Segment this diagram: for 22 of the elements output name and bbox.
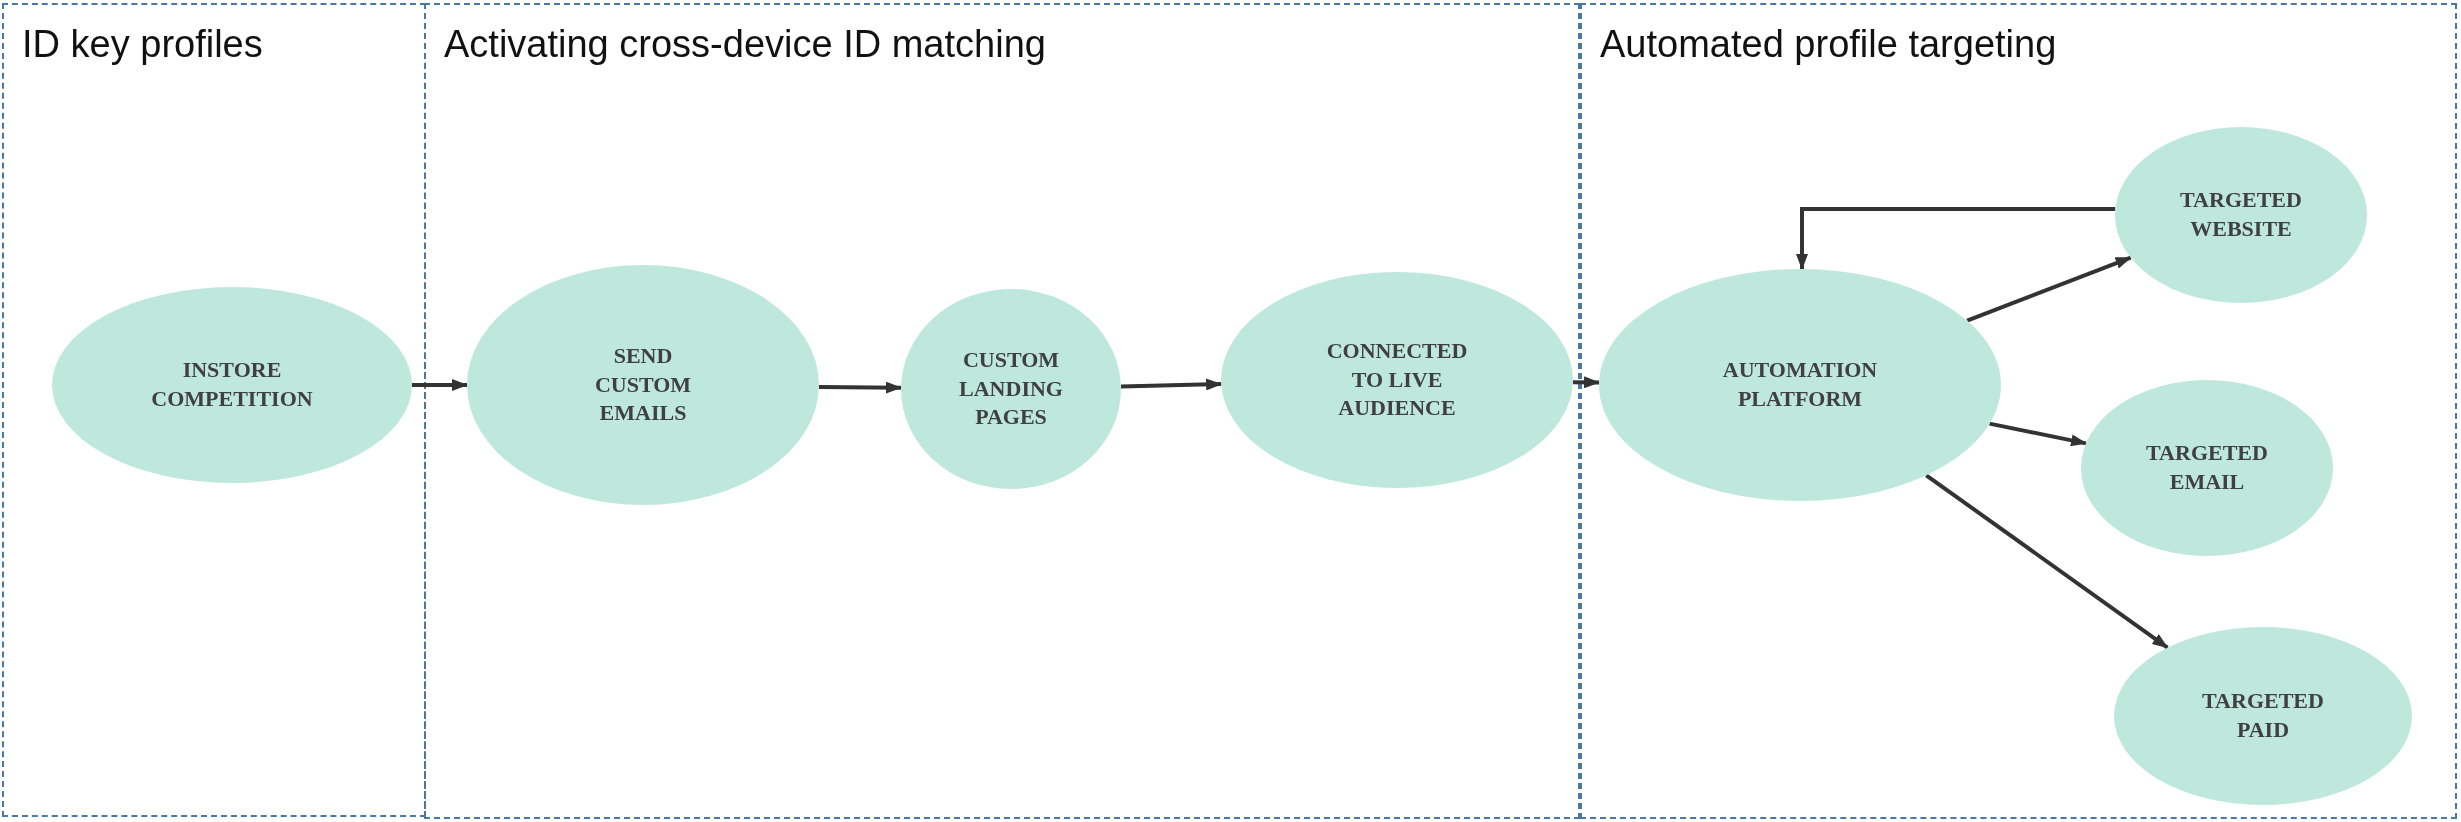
panel-title: ID key profiles xyxy=(22,23,263,66)
node-label: SEND CUSTOM EMAILS xyxy=(593,342,693,428)
node-label: CONNECTED TO LIVE AUDIENCE xyxy=(1325,337,1469,423)
arrow xyxy=(1796,207,2116,270)
panel-title: Activating cross-device ID matching xyxy=(444,23,1046,66)
arrow xyxy=(1120,378,1223,391)
node-label: CUSTOM LANDING PAGES xyxy=(958,346,1064,432)
arrow xyxy=(412,379,468,391)
node-label: INSTORE COMPETITION xyxy=(150,356,314,413)
arrow xyxy=(1966,255,2132,323)
panel-title: Automated profile targeting xyxy=(1600,23,2057,66)
arrow xyxy=(1989,421,2088,447)
node-label: TARGETED PAID xyxy=(2201,687,2325,744)
node-label: TARGETED WEBSITE xyxy=(2179,186,2303,243)
stage-panel xyxy=(424,3,1580,819)
node-label: AUTOMATION PLATFORM xyxy=(1721,356,1879,413)
arrow xyxy=(818,381,902,394)
node-label: TARGETED EMAIL xyxy=(2145,439,2269,496)
arrow xyxy=(1925,473,2169,650)
stage-panel xyxy=(1580,3,2457,819)
arrow xyxy=(1572,376,1601,389)
stage-panel xyxy=(2,3,426,817)
